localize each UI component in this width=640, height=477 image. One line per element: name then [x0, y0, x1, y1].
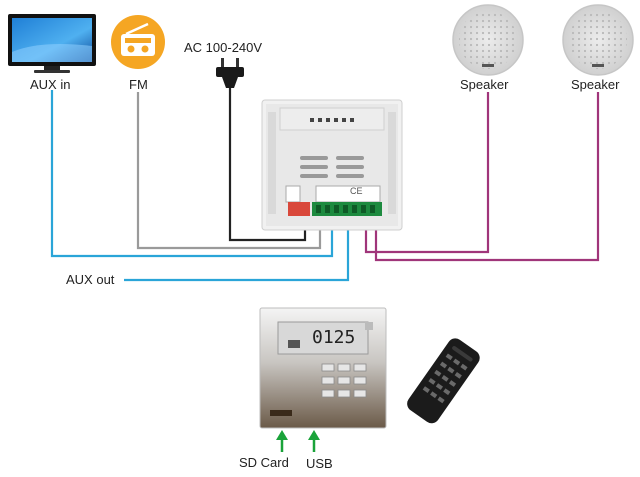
sd-card-label: SD Card [239, 455, 289, 470]
speaker-wire-right [374, 92, 600, 262]
ac-label: AC 100-240V [184, 40, 263, 55]
remote-control-icon [407, 338, 480, 424]
fm-label: FM [129, 77, 148, 92]
aux-out-label: AUX out [66, 272, 115, 287]
tv-icon [8, 14, 96, 73]
arrow-up-icon [308, 430, 320, 452]
power-plug-icon [216, 58, 244, 88]
control-panel [259, 307, 387, 429]
aux-in-label: AUX in [30, 77, 71, 92]
usb-label: USB [306, 456, 333, 471]
speaker-right-label: Speaker [571, 77, 620, 92]
arrow-up-icon [276, 430, 288, 452]
speaker-icon [452, 4, 524, 76]
amplifier-module [261, 99, 403, 231]
speaker-left-label: Speaker [460, 77, 509, 92]
radio-icon [111, 15, 165, 69]
amp-brand-mark: CE [350, 186, 363, 196]
lcd-time-display: 0125 [312, 327, 356, 348]
speaker-icon [562, 4, 634, 76]
